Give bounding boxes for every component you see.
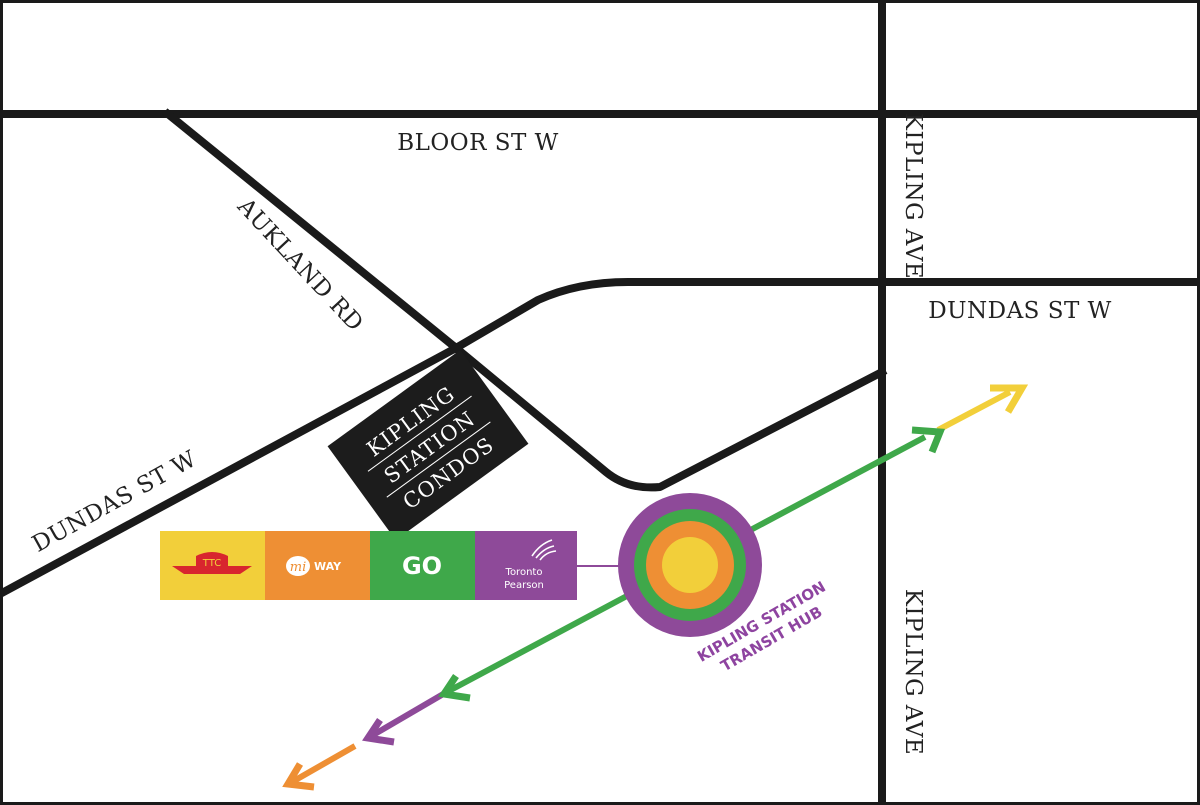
- pearson-text-2: Pearson: [504, 580, 544, 591]
- dundas-st-label-east: DUNDAS ST W: [928, 298, 1112, 324]
- dundas-st-road-upper: [450, 278, 1200, 354]
- purple-transit-line: [366, 690, 447, 741]
- yellow-transit-line: [936, 389, 1012, 433]
- go-logo-tile: [370, 531, 475, 600]
- hub-ring-yellow: [662, 537, 718, 593]
- transit-logos-strip: TTC mi WAY GO Toronto Pearson: [160, 531, 577, 600]
- go-icon: GO: [402, 552, 442, 580]
- yellow-arrow-icon: [990, 384, 1029, 414]
- miway-text: WAY: [314, 560, 342, 573]
- transit-hub-icon: [618, 493, 762, 637]
- pearson-icon: [531, 539, 557, 561]
- ttc-icon: TTC: [172, 552, 252, 574]
- condo-box: [327, 349, 529, 541]
- kipling-ave-label-south: KIPLING AVE: [900, 589, 926, 755]
- miway-logo-tile: [265, 531, 370, 600]
- condo-divider-1: [367, 395, 472, 472]
- orange-transit-line: [290, 743, 357, 785]
- purple-arrow-icon: [362, 718, 395, 746]
- pearson-text-1: Toronto: [505, 567, 543, 578]
- condo-divider-2: [386, 421, 491, 498]
- miway-icon: mi WAY: [286, 556, 342, 576]
- svg-text:mi: mi: [290, 560, 307, 575]
- dundas-st-road-west: [0, 342, 462, 599]
- connector-road: [450, 342, 888, 492]
- pearson-logo-tile: [475, 531, 577, 600]
- orange-arrow-icon: [282, 762, 315, 791]
- svg-text:TTC: TTC: [202, 558, 221, 569]
- green-arrow-ne-icon: [911, 426, 946, 454]
- green-arrow-sw-icon: [438, 674, 471, 702]
- bloor-st-label: BLOOR ST W: [397, 130, 559, 156]
- aukland-rd-road: [162, 108, 462, 354]
- kipling-ave-label-north: KIPLING AVE: [900, 113, 926, 279]
